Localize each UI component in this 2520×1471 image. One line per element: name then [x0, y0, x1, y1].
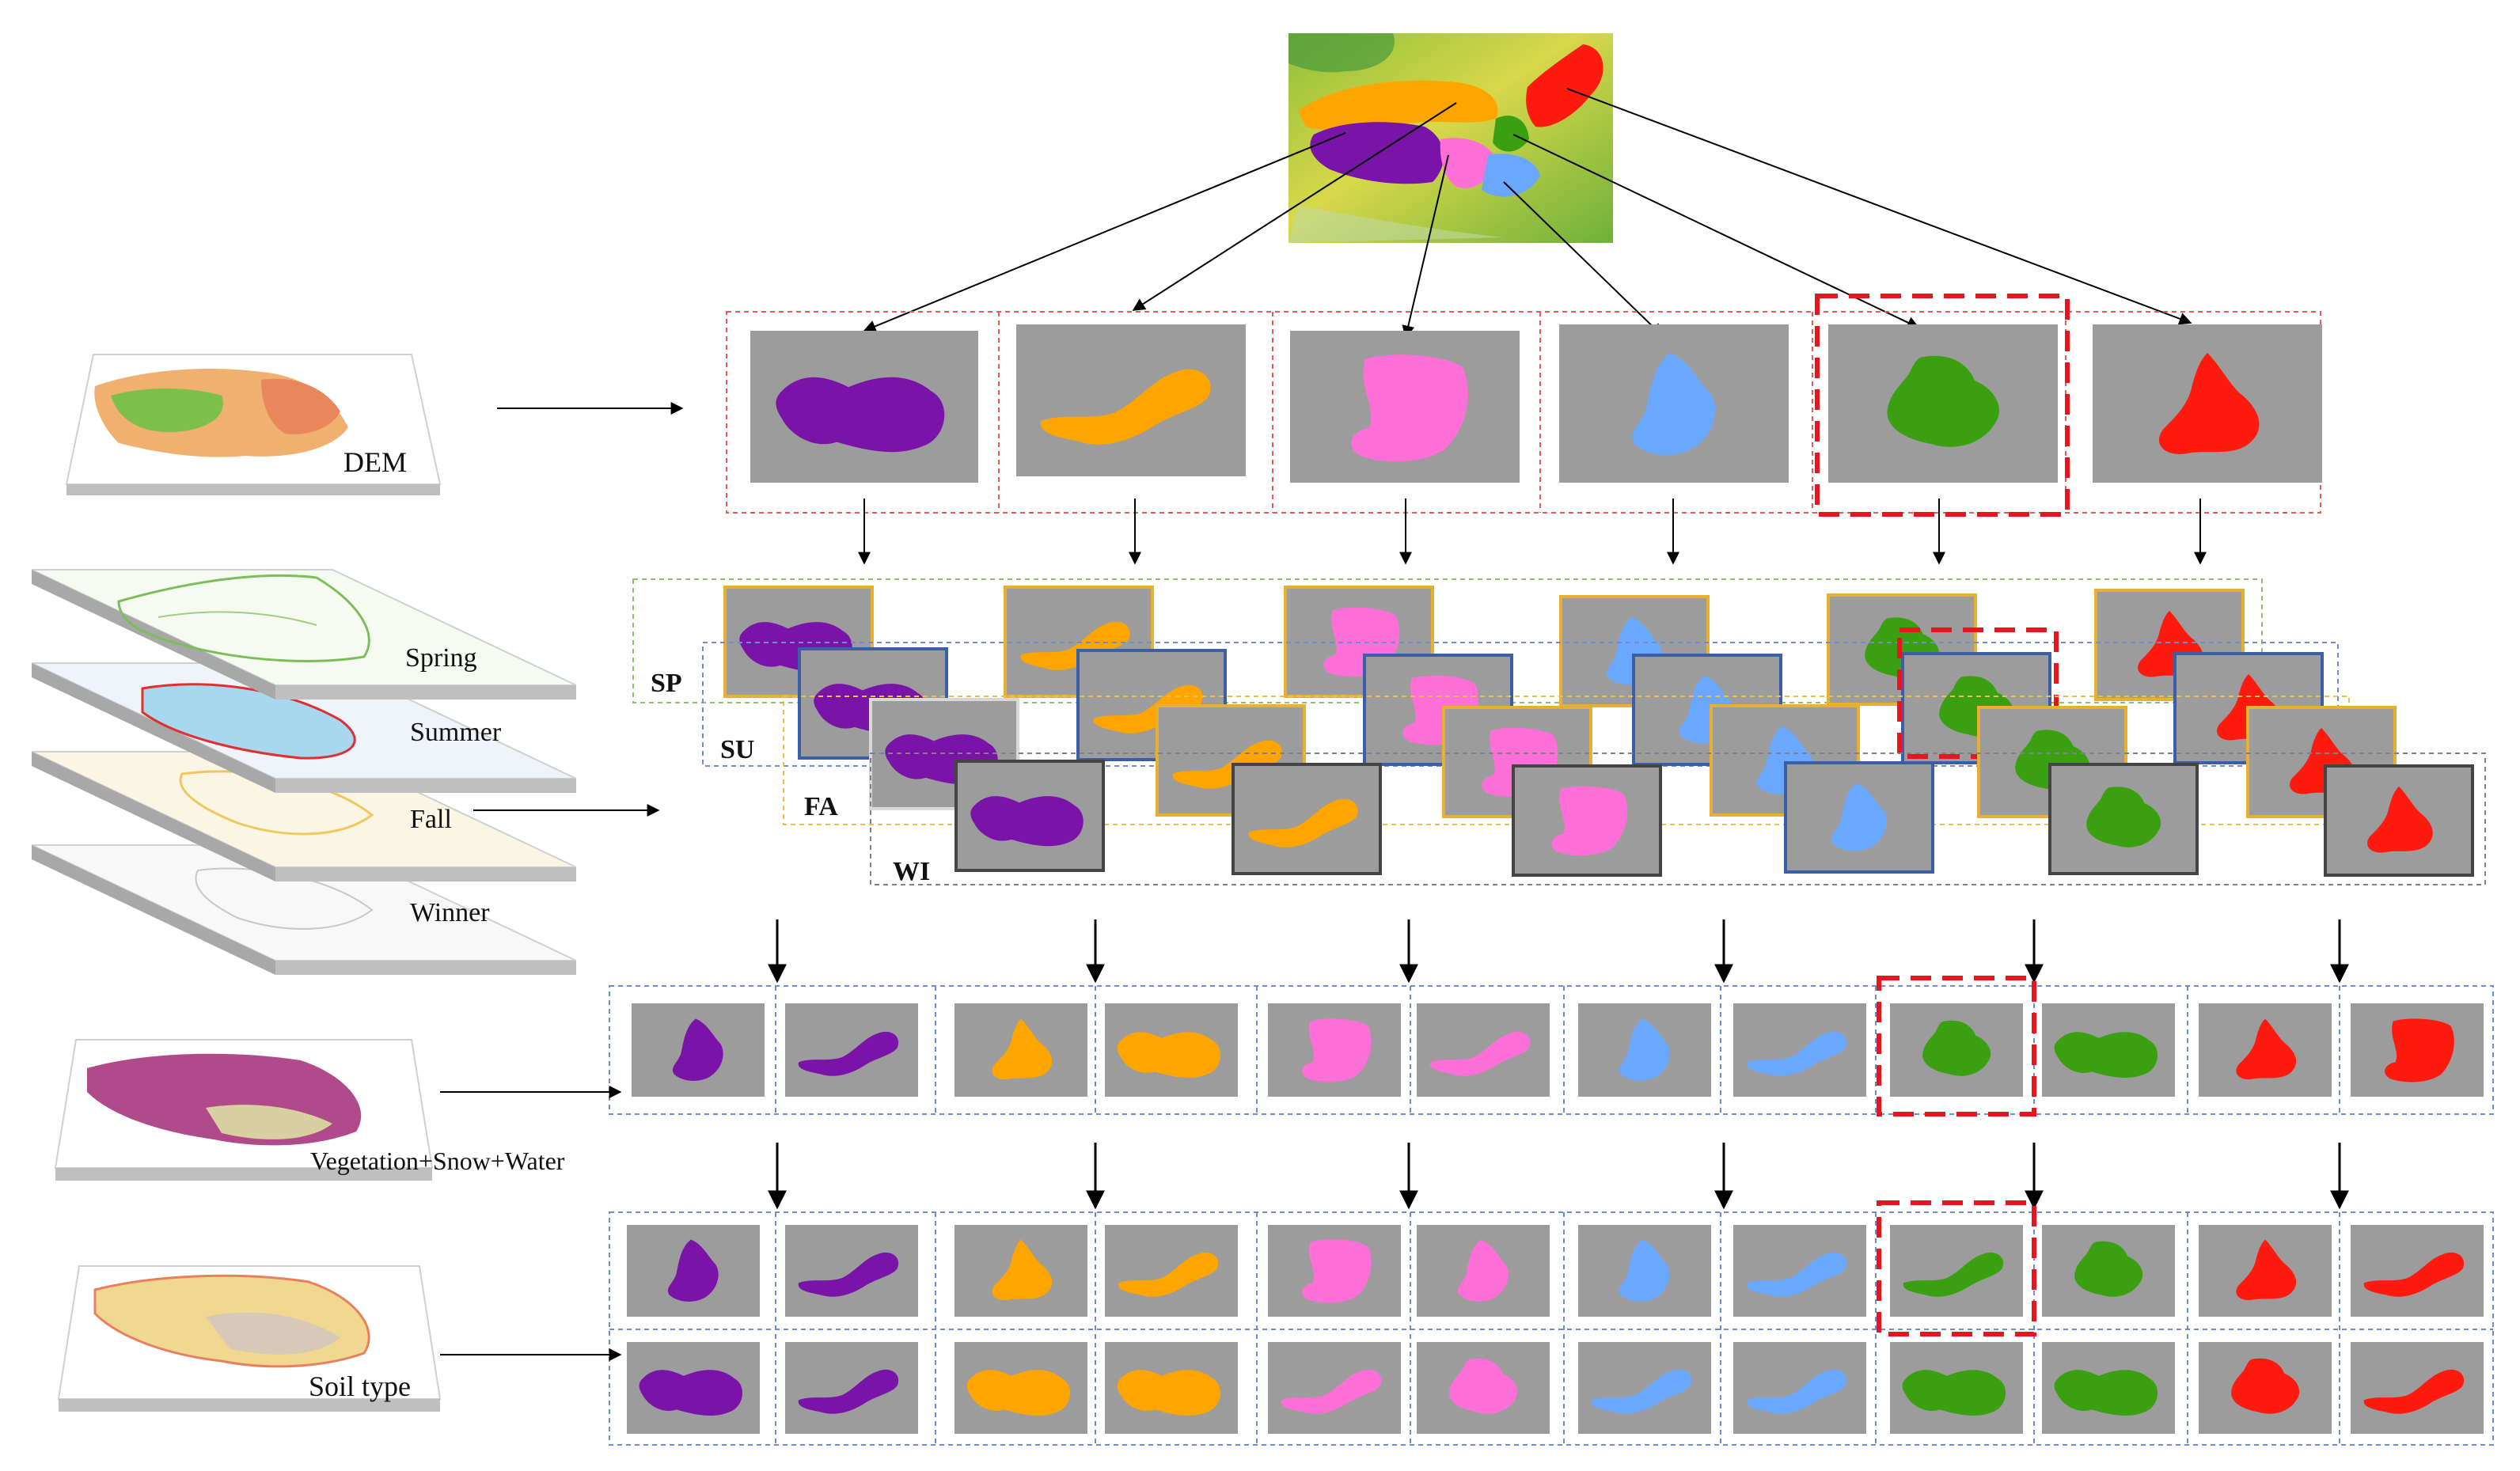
season-code-sp: SP	[651, 669, 682, 698]
vegetation-row	[609, 976, 2494, 1117]
season-label-winter: Winner	[410, 898, 490, 927]
season-label-summer: Summer	[410, 718, 502, 747]
season-to-veg-arrows	[768, 919, 2349, 984]
dem-layer: DEM	[65, 354, 442, 495]
highlight-box-dem	[1815, 294, 2070, 517]
season-code-fa: FA	[804, 792, 838, 821]
season-layers: Winner Fall Summer Spring	[31, 569, 577, 975]
dem-panel-red	[2093, 324, 2322, 483]
dem-panel-green	[1828, 324, 2058, 483]
dem-panel-purple	[750, 331, 978, 483]
dem-panel-orange	[1016, 324, 1246, 476]
season-code-wi: WI	[893, 857, 930, 886]
season-label-fall: Fall	[410, 805, 452, 834]
soil-layer: Soil type	[57, 1265, 442, 1412]
soil-panels-row1	[627, 1225, 2484, 1317]
dem-panels	[750, 324, 2322, 483]
veg-to-soil-arrows	[768, 1143, 2349, 1210]
dem-panel-blue	[1559, 324, 1789, 483]
highlight-box-veg	[1877, 976, 2036, 1117]
dem-row	[726, 294, 2322, 517]
china-region-map	[1288, 33, 1613, 243]
map-to-region-arrows	[863, 88, 2192, 339]
season-label-spring: Spring	[405, 643, 477, 673]
vegetation-layer: Vegetation+Snow+Water	[54, 1039, 565, 1181]
soil-layer-label: Soil type	[309, 1371, 411, 1402]
dem-panel-pink	[1290, 331, 1520, 483]
wi-panels	[954, 760, 2474, 877]
highlight-box-soil	[1877, 1200, 2036, 1336]
dem-layer-label: DEM	[343, 446, 407, 478]
season-stack: SP SU FA	[632, 578, 2486, 886]
veg-panels	[632, 1003, 2484, 1097]
soil-panels-row2	[627, 1342, 2484, 1434]
vegetation-layer-label: Vegetation+Snow+Water	[310, 1147, 565, 1175]
dem-to-season-arrows	[858, 499, 2207, 565]
season-code-su: SU	[720, 735, 754, 764]
soil-rows	[609, 1200, 2494, 1446]
